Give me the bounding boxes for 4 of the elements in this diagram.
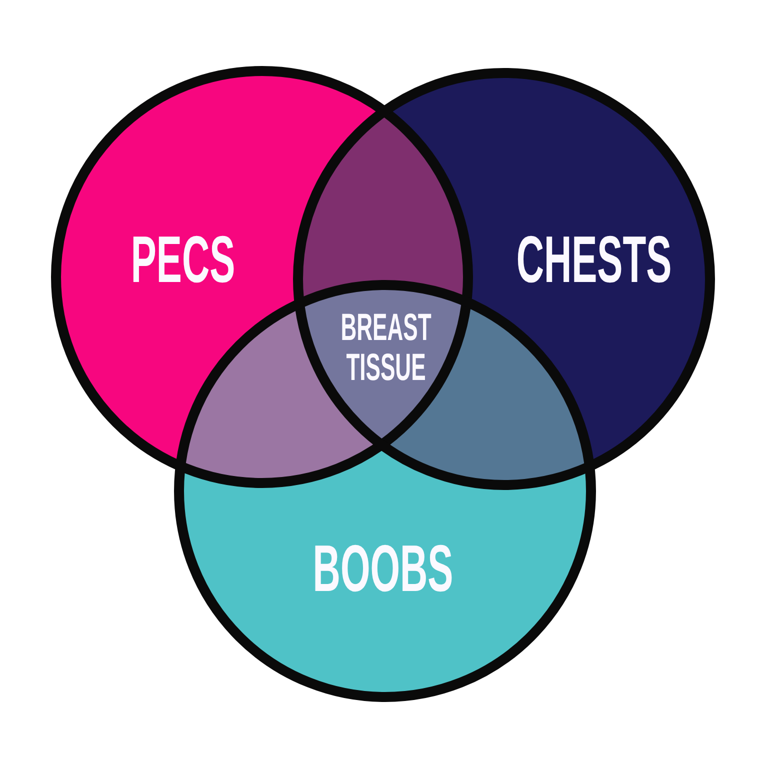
- region-label: BREAST TISSUE: [340, 309, 432, 389]
- circle-label: CHESTS: [516, 226, 672, 292]
- circle-label: PECS: [130, 226, 236, 292]
- circle-label: BOOBS: [312, 535, 454, 601]
